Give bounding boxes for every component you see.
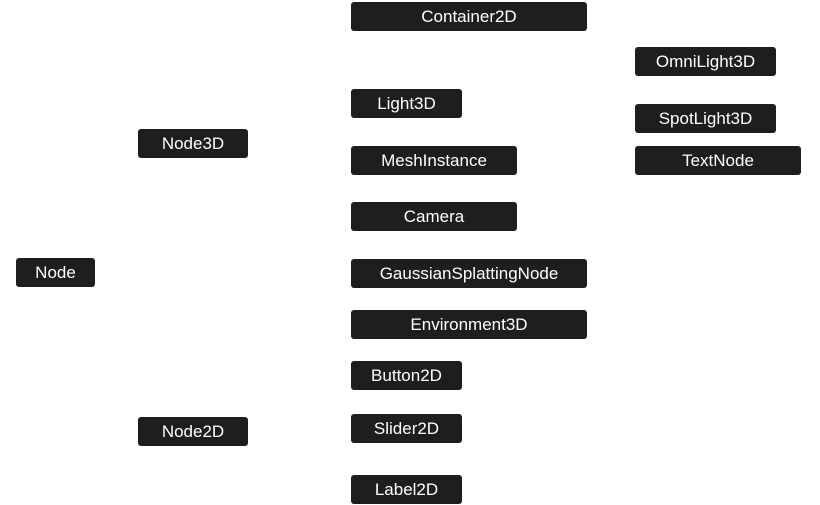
node-box-button2d: Button2D [351, 361, 462, 390]
node-box-camera: Camera [351, 202, 517, 231]
node-box-container2d: Container2D [351, 2, 587, 31]
node-box-meshinstance: MeshInstance [351, 146, 517, 175]
node-box-node: Node [16, 258, 95, 287]
node-box-label2d: Label2D [351, 475, 462, 504]
node-box-environment3d: Environment3D [351, 310, 587, 339]
node-box-slider2d: Slider2D [351, 414, 462, 443]
node-box-spotlight3d: SpotLight3D [635, 104, 776, 133]
node-box-node2d: Node2D [138, 417, 248, 446]
node-box-omnilight3d: OmniLight3D [635, 47, 776, 76]
node-box-light3d: Light3D [351, 89, 462, 118]
node-box-textnode: TextNode [635, 146, 801, 175]
node-box-gaussian-splatting-node: GaussianSplattingNode [351, 259, 587, 288]
node-box-node3d: Node3D [138, 129, 248, 158]
